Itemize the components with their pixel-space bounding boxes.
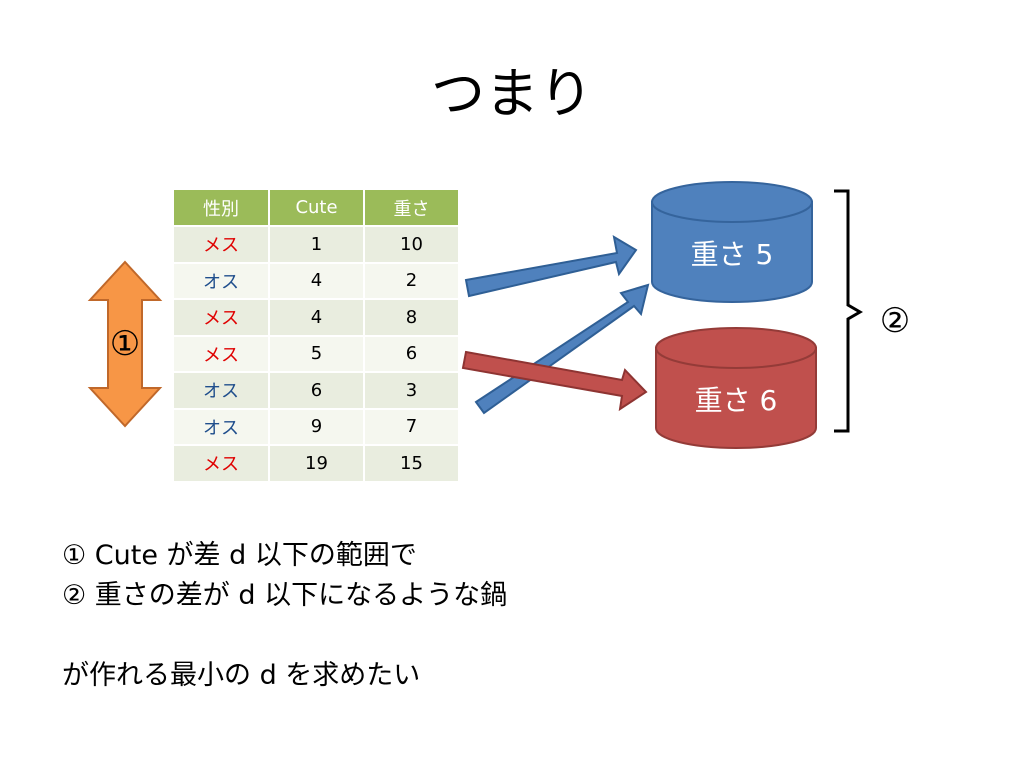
red-pot-label: 重さ 6 (695, 384, 778, 417)
table-header-row: 性別 Cute 重さ (172, 188, 460, 227)
cell-weight: 7 (363, 407, 460, 446)
arrow-to-red-pot (461, 350, 648, 412)
cell-cute: 5 (268, 334, 365, 373)
condition-2-text: ② 重さの差が d 以下になるような鍋 (62, 580, 508, 611)
arrow-to-blue-pot-upper (464, 235, 638, 298)
cell-sex: メス (172, 225, 270, 264)
column-header-sex: 性別 (172, 188, 270, 227)
slide-title: つまり (431, 62, 593, 125)
left-marker-label: ① (110, 324, 140, 364)
cell-weight: 2 (363, 261, 460, 300)
cell-cute: 6 (268, 371, 365, 410)
condition-1-text: ① Cute が差 d 以下の範囲で (62, 540, 417, 571)
double-arrow-icon (87, 260, 163, 428)
cell-sex: オス (172, 261, 270, 300)
cell-weight: 6 (363, 334, 460, 373)
cell-weight: 3 (363, 371, 460, 410)
cell-cute: 4 (268, 261, 365, 300)
blue-pot-label: 重さ 5 (691, 238, 774, 271)
right-brace (834, 189, 863, 433)
cell-cute: 4 (268, 298, 365, 337)
explanation-text: ① Cute が差 d 以下の範囲で ② 重さの差が d 以下になるような鍋 が… (62, 536, 507, 696)
arrow-to-blue-pot-lower (474, 283, 650, 415)
cell-cute: 9 (268, 407, 365, 446)
cell-sex: メス (172, 444, 270, 483)
cell-cute: 1 (268, 225, 365, 264)
cell-sex: メス (172, 334, 270, 373)
cell-weight: 15 (363, 444, 460, 483)
cell-weight: 10 (363, 225, 460, 264)
cell-sex: メス (172, 298, 270, 337)
cell-weight: 8 (363, 298, 460, 337)
cell-sex: オス (172, 371, 270, 410)
red-pot: 重さ 6 (655, 327, 817, 449)
goal-text: が作れる最小の d を求めたい (62, 660, 421, 691)
cell-sex: オス (172, 407, 270, 446)
cell-cute: 19 (268, 444, 365, 483)
column-header-weight: 重さ (363, 188, 460, 227)
blue-pot: 重さ 5 (651, 181, 813, 303)
column-header-cute: Cute (268, 188, 365, 227)
right-marker-label: ② (880, 301, 910, 341)
